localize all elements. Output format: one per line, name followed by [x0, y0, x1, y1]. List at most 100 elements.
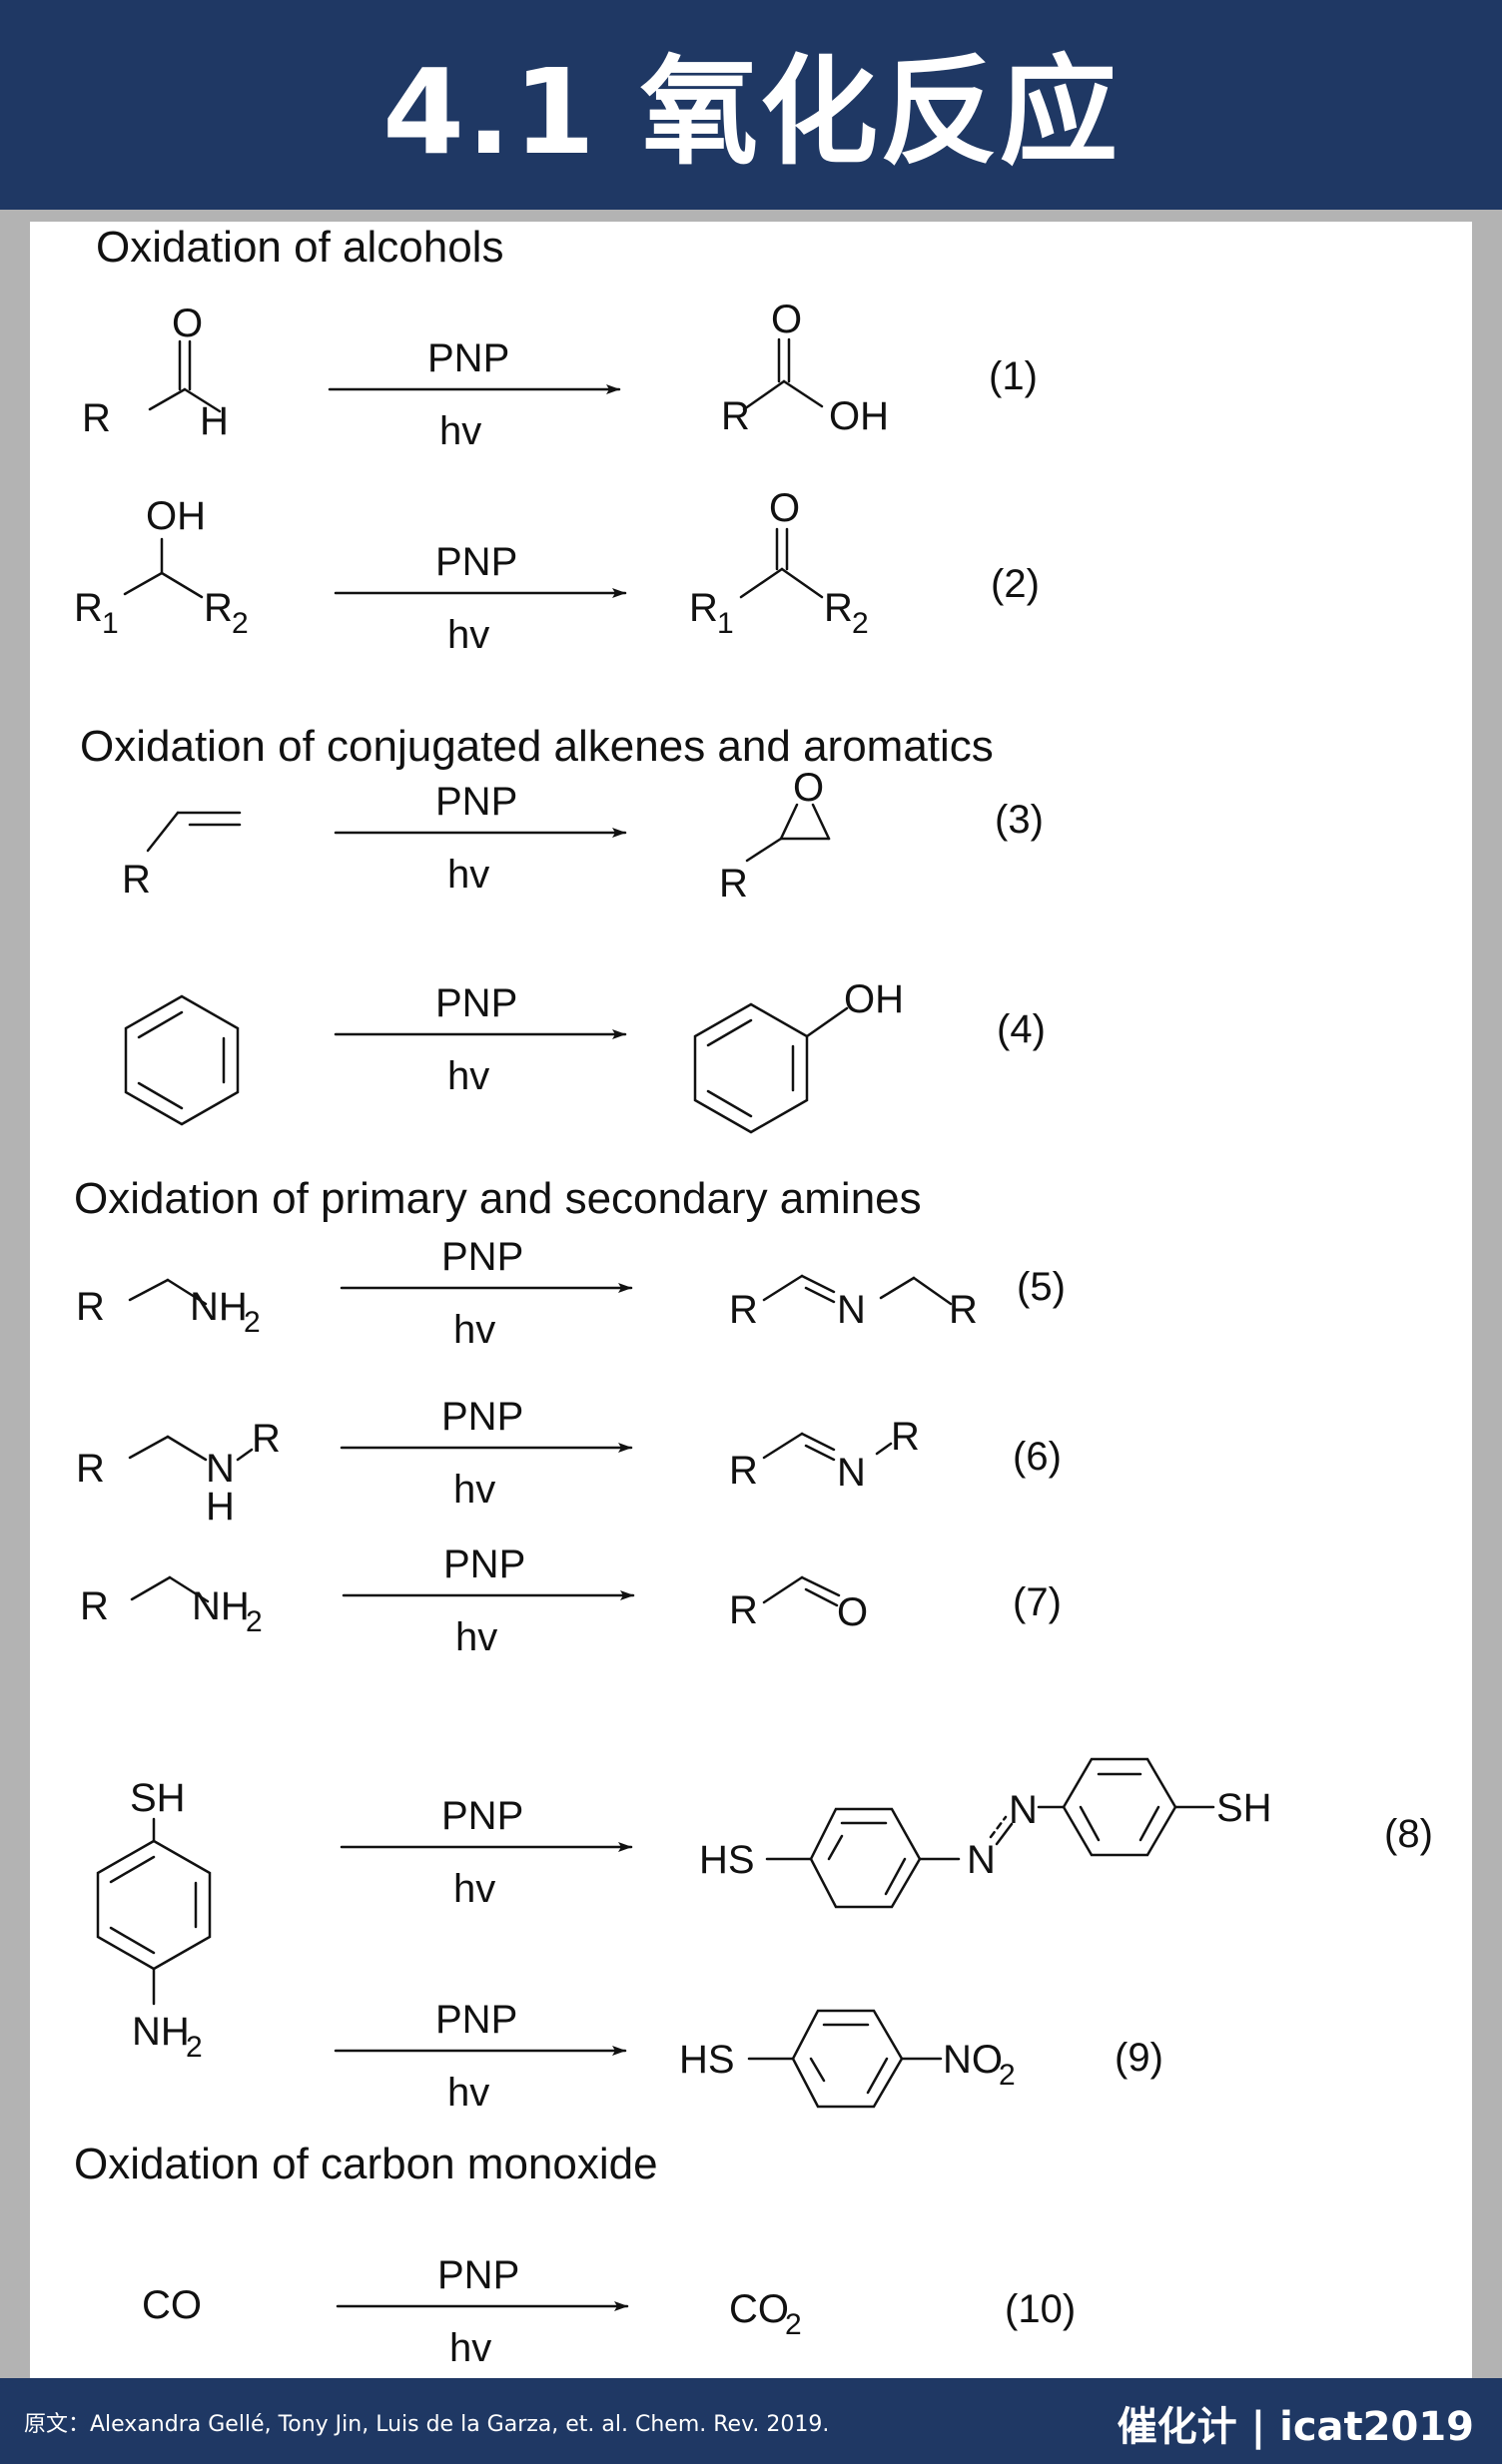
reaction-2: [123, 527, 824, 599]
atom-label-O: O: [769, 486, 800, 530]
atom-label-HS: HS: [699, 1838, 755, 1882]
reagent-pnp: PNP: [441, 1235, 523, 1279]
benzene-structure: [124, 994, 240, 1126]
reaction-8: [340, 1757, 1215, 1909]
footer-citation: 原文：Alexandra Gellé, Tony Jin, Luis de la…: [24, 2412, 830, 2437]
reagent-pnp: PNP: [435, 540, 517, 584]
atom-label-N: N: [837, 1288, 866, 1332]
equation-number: (1): [989, 354, 1038, 398]
reagent-pnp: PNP: [435, 981, 517, 1025]
atom-label-NH: NH: [192, 1584, 250, 1628]
reagent-pnp: PNP: [435, 780, 517, 824]
atom-label-R: R: [729, 1588, 758, 1632]
atom-label-CO: CO: [142, 2283, 202, 2327]
scheme-panel: Oxidation of alcohols Oxidation of conju…: [30, 222, 1472, 2378]
ketone-structure: [739, 527, 824, 599]
atom-label-NO: NO: [943, 2038, 1003, 2082]
page-title: 4.1 氧化反应: [381, 42, 1121, 181]
section-heading-amines: Oxidation of primary and secondary amine…: [74, 1174, 922, 1223]
atom-subscript: 2: [852, 607, 869, 640]
aldehyde-structure: [762, 1575, 841, 1607]
atom-subscript: 2: [999, 2059, 1016, 2092]
primary-amine-structure: [130, 1575, 210, 1603]
reagent-pnp: PNP: [441, 1794, 523, 1838]
atom-subscript: 2: [246, 1605, 263, 1638]
atom-label-N: N: [967, 1838, 996, 1882]
atom-subscript: 2: [785, 2308, 802, 2341]
aminothiophenol-structure: [96, 1817, 212, 2006]
atom-label-R: R: [824, 586, 853, 630]
atom-label-R: R: [949, 1288, 978, 1332]
reagent-hv: hv: [455, 1615, 497, 1659]
title-banner: 4.1 氧化反应: [0, 0, 1502, 210]
reagent-hv: hv: [439, 409, 481, 453]
reaction-scheme: Oxidation of alcohols Oxidation of conju…: [74, 223, 1433, 2370]
azobenzene-dithiol-structure: [765, 1757, 1215, 1909]
footer-bar: 原文：Alexandra Gellé, Tony Jin, Luis de la…: [0, 2378, 1502, 2464]
atom-label-R: R: [204, 586, 233, 630]
reaction-1: [148, 337, 824, 413]
imine-structure: [762, 1274, 953, 1306]
scheme-frame: Oxidation of alcohols Oxidation of conju…: [0, 210, 1502, 2378]
primary-amine-structure: [128, 1278, 208, 1306]
reagent-hv: hv: [453, 1867, 495, 1911]
atom-label-O: O: [837, 1590, 868, 1634]
atom-subscript: 2: [232, 607, 249, 640]
reagent-pnp: PNP: [443, 1542, 525, 1586]
reaction-6: [128, 1432, 893, 1462]
secondary-alcohol-structure: [123, 537, 204, 599]
footer-brand: 催化计 | icat2019: [1117, 2404, 1474, 2450]
equation-number: (3): [995, 798, 1044, 842]
atom-label-R: R: [82, 396, 111, 440]
atom-label-R: R: [721, 394, 750, 438]
atom-label-R: R: [80, 1584, 109, 1628]
atom-label-NH: NH: [190, 1285, 248, 1329]
phenol-structure: [693, 1002, 849, 1134]
equation-number: (6): [1013, 1435, 1062, 1479]
section-heading-alcohols: Oxidation of alcohols: [96, 223, 503, 272]
reagent-hv: hv: [447, 2071, 489, 2115]
atom-label-NH: NH: [132, 2010, 190, 2054]
atom-label-R: R: [891, 1415, 920, 1459]
alkene-structure: [146, 811, 242, 853]
atom-subscript: 2: [186, 2031, 203, 2064]
atom-label-OH: OH: [844, 977, 904, 1021]
atom-label-O: O: [771, 298, 802, 341]
secondary-amine-structure: [128, 1435, 254, 1462]
equation-number: (7): [1013, 1580, 1062, 1624]
atom-label-R: R: [719, 862, 748, 906]
reaction-5: [128, 1274, 953, 1306]
section-heading-alkenes-aromatics: Oxidation of conjugated alkenes and arom…: [80, 722, 994, 771]
reagent-pnp: PNP: [435, 1998, 517, 2042]
atom-label-R: R: [76, 1285, 105, 1329]
atom-label-R: R: [689, 586, 718, 630]
atom-label-H: H: [206, 1485, 235, 1529]
atom-label-R: R: [76, 1447, 105, 1491]
imine-structure: [762, 1432, 893, 1462]
reaction-9: [334, 2009, 943, 2109]
equation-number: (10): [1005, 2287, 1076, 2331]
atom-label-H: H: [200, 399, 229, 443]
atom-label-HS: HS: [679, 2038, 735, 2082]
reagent-pnp: PNP: [427, 336, 509, 380]
reaction-4: [124, 994, 849, 1134]
atom-label-O: O: [793, 766, 824, 810]
atom-subscript: 1: [102, 607, 119, 640]
reagent-pnp: PNP: [437, 2253, 519, 2297]
reagent-hv: hv: [453, 1308, 495, 1352]
atom-label-R: R: [729, 1288, 758, 1332]
atom-label-N: N: [206, 1447, 235, 1491]
reagent-hv: hv: [447, 1054, 489, 1098]
equation-number: (9): [1115, 2036, 1163, 2080]
nitrothiophenol-structure: [747, 2009, 943, 2109]
equation-number: (5): [1017, 1265, 1066, 1309]
reagent-hv: hv: [449, 2326, 491, 2370]
epoxide-structure: [745, 803, 831, 863]
equation-number: (2): [991, 562, 1040, 606]
atom-label-N: N: [1009, 1788, 1038, 1832]
reaction-3: [146, 803, 831, 863]
reagent-hv: hv: [447, 853, 489, 897]
aldehyde-structure: [148, 339, 222, 413]
atom-label-R: R: [122, 858, 151, 902]
atom-label-OH: OH: [829, 394, 889, 438]
